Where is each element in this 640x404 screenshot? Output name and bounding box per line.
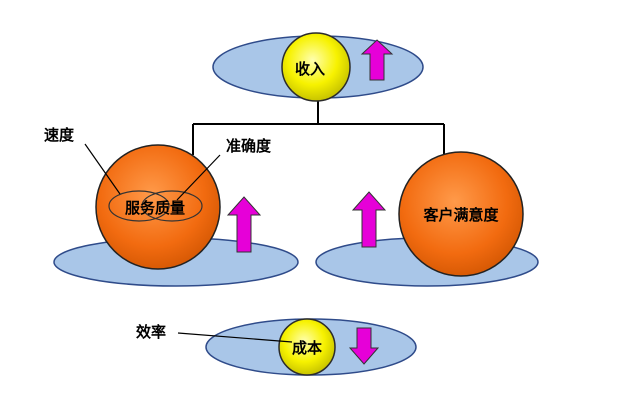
cost-circle (278, 318, 336, 376)
efficiency-callout-line (177, 332, 293, 343)
accuracy-label: 准确度 (226, 137, 272, 155)
speed-label: 速度 (44, 126, 75, 144)
speed-inner-ellipse (108, 190, 170, 222)
cost-down-arrow-icon (348, 327, 380, 365)
efficiency-label: 效率 (136, 323, 166, 341)
service-quality-label: 服务质量 (125, 199, 185, 217)
accuracy-inner-ellipse (141, 190, 203, 222)
cost-label: 成本 (292, 339, 322, 357)
customer-satisfaction-label: 客户满意度 (422, 206, 499, 224)
service-quality-up-arrow-icon (226, 196, 262, 253)
revenue-up-arrow-icon (360, 39, 394, 81)
accuracy-callout-line (176, 154, 221, 201)
revenue-circle (281, 32, 351, 102)
customer-satisfaction-up-arrow-icon (351, 191, 387, 248)
service-quality-circle (95, 144, 221, 270)
customer-satisfaction-circle (398, 151, 524, 277)
revenue-label: 收入 (295, 60, 325, 78)
speed-callout-line (84, 143, 121, 195)
